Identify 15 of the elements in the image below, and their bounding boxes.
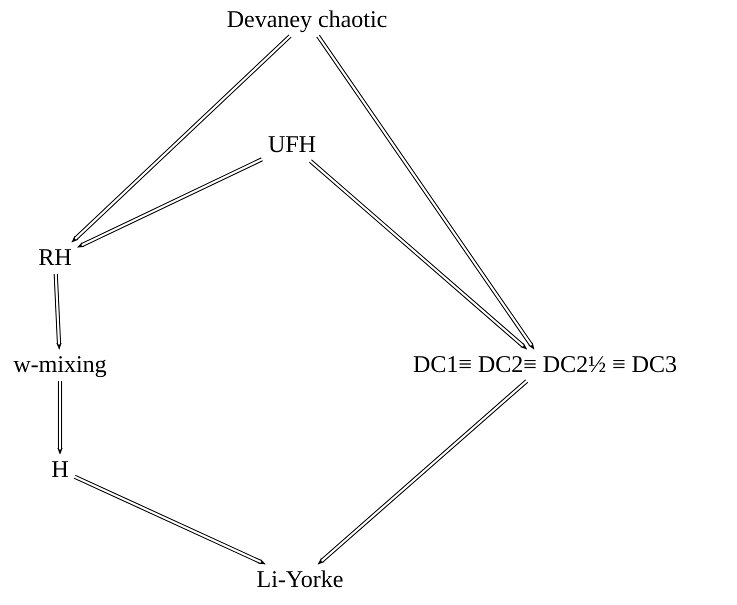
implication-arrow [77, 157, 264, 248]
implication-arrow [74, 474, 266, 564]
implication-arrow [308, 159, 528, 350]
implication-arrow [54, 273, 62, 350]
node-label: UFH [266, 133, 318, 157]
node-label: Li-Yorke [254, 568, 346, 592]
implication-arrow [318, 379, 528, 564]
node-label: DC1≡ DC2≡ DC2½ ≡ DC3 [411, 353, 679, 377]
node-label: RH [36, 246, 74, 270]
node-label: Devaney chaotic [224, 8, 390, 32]
implication-arrow [71, 34, 292, 242]
node-label: H [49, 458, 71, 482]
implication-arrow [57, 380, 63, 455]
node-label: w-mixing [11, 353, 109, 377]
implication-arrow [316, 34, 534, 350]
